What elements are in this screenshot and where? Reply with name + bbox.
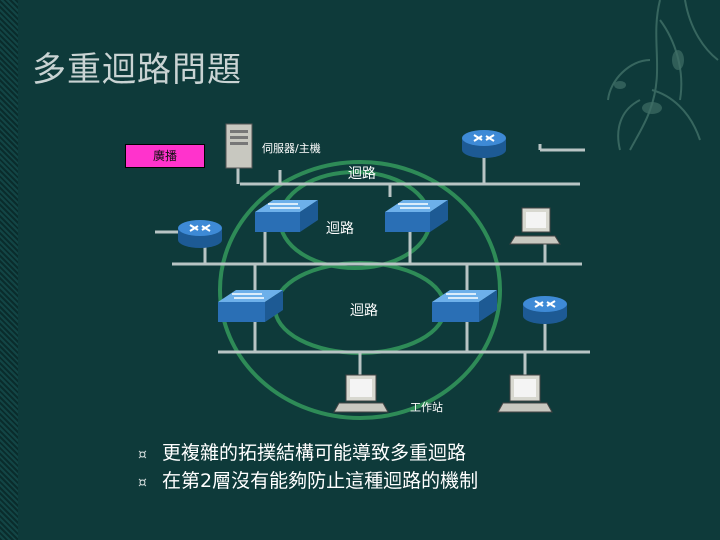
workstation-icon-bottom-left	[333, 374, 389, 413]
switch-icon-lower-left	[218, 290, 283, 322]
workstation-icon-bottom-right	[497, 374, 553, 413]
workstation-label: 工作站	[410, 401, 443, 414]
workstation-icon-right	[509, 207, 561, 245]
feather-ornament-icon	[607, 0, 719, 151]
bullet-text: 更複雜的拓撲結構可能導致多重迴路	[162, 442, 467, 464]
broadcast-label: 廣播	[125, 144, 205, 168]
left-decorative-band	[0, 0, 18, 540]
bullet-text: 在第2層沒有能夠防止這種迴路的機制	[162, 470, 479, 492]
switch-icon-upper-right	[385, 200, 448, 232]
bullet-marker: ¤	[138, 447, 147, 463]
bullet-item: ¤ 更複雜的拓撲結構可能導致多重迴路	[138, 440, 478, 468]
slide-title: 多重迴路問題	[32, 50, 242, 90]
loop-label-middle: 迴路	[326, 221, 354, 237]
server-icon	[225, 123, 253, 169]
router-icon-top-right	[462, 130, 506, 158]
router-icon-right-lower	[523, 296, 567, 324]
bullet-list: ¤ 更複雜的拓撲結構可能導致多重迴路 ¤ 在第2層沒有能夠防止這種迴路的機制	[138, 440, 478, 496]
outer-loop	[218, 160, 502, 420]
loop-label-bottom: 迴路	[350, 303, 378, 319]
bullet-item: ¤ 在第2層沒有能夠防止這種迴路的機制	[138, 468, 478, 496]
loop-label-top: 迴路	[348, 166, 376, 182]
switch-icon-upper-left	[255, 200, 318, 232]
server-label: 伺服器/主機	[262, 142, 321, 155]
bullet-marker: ¤	[138, 475, 147, 491]
router-icon-left	[178, 220, 222, 248]
switch-icon-lower-right	[432, 290, 497, 322]
